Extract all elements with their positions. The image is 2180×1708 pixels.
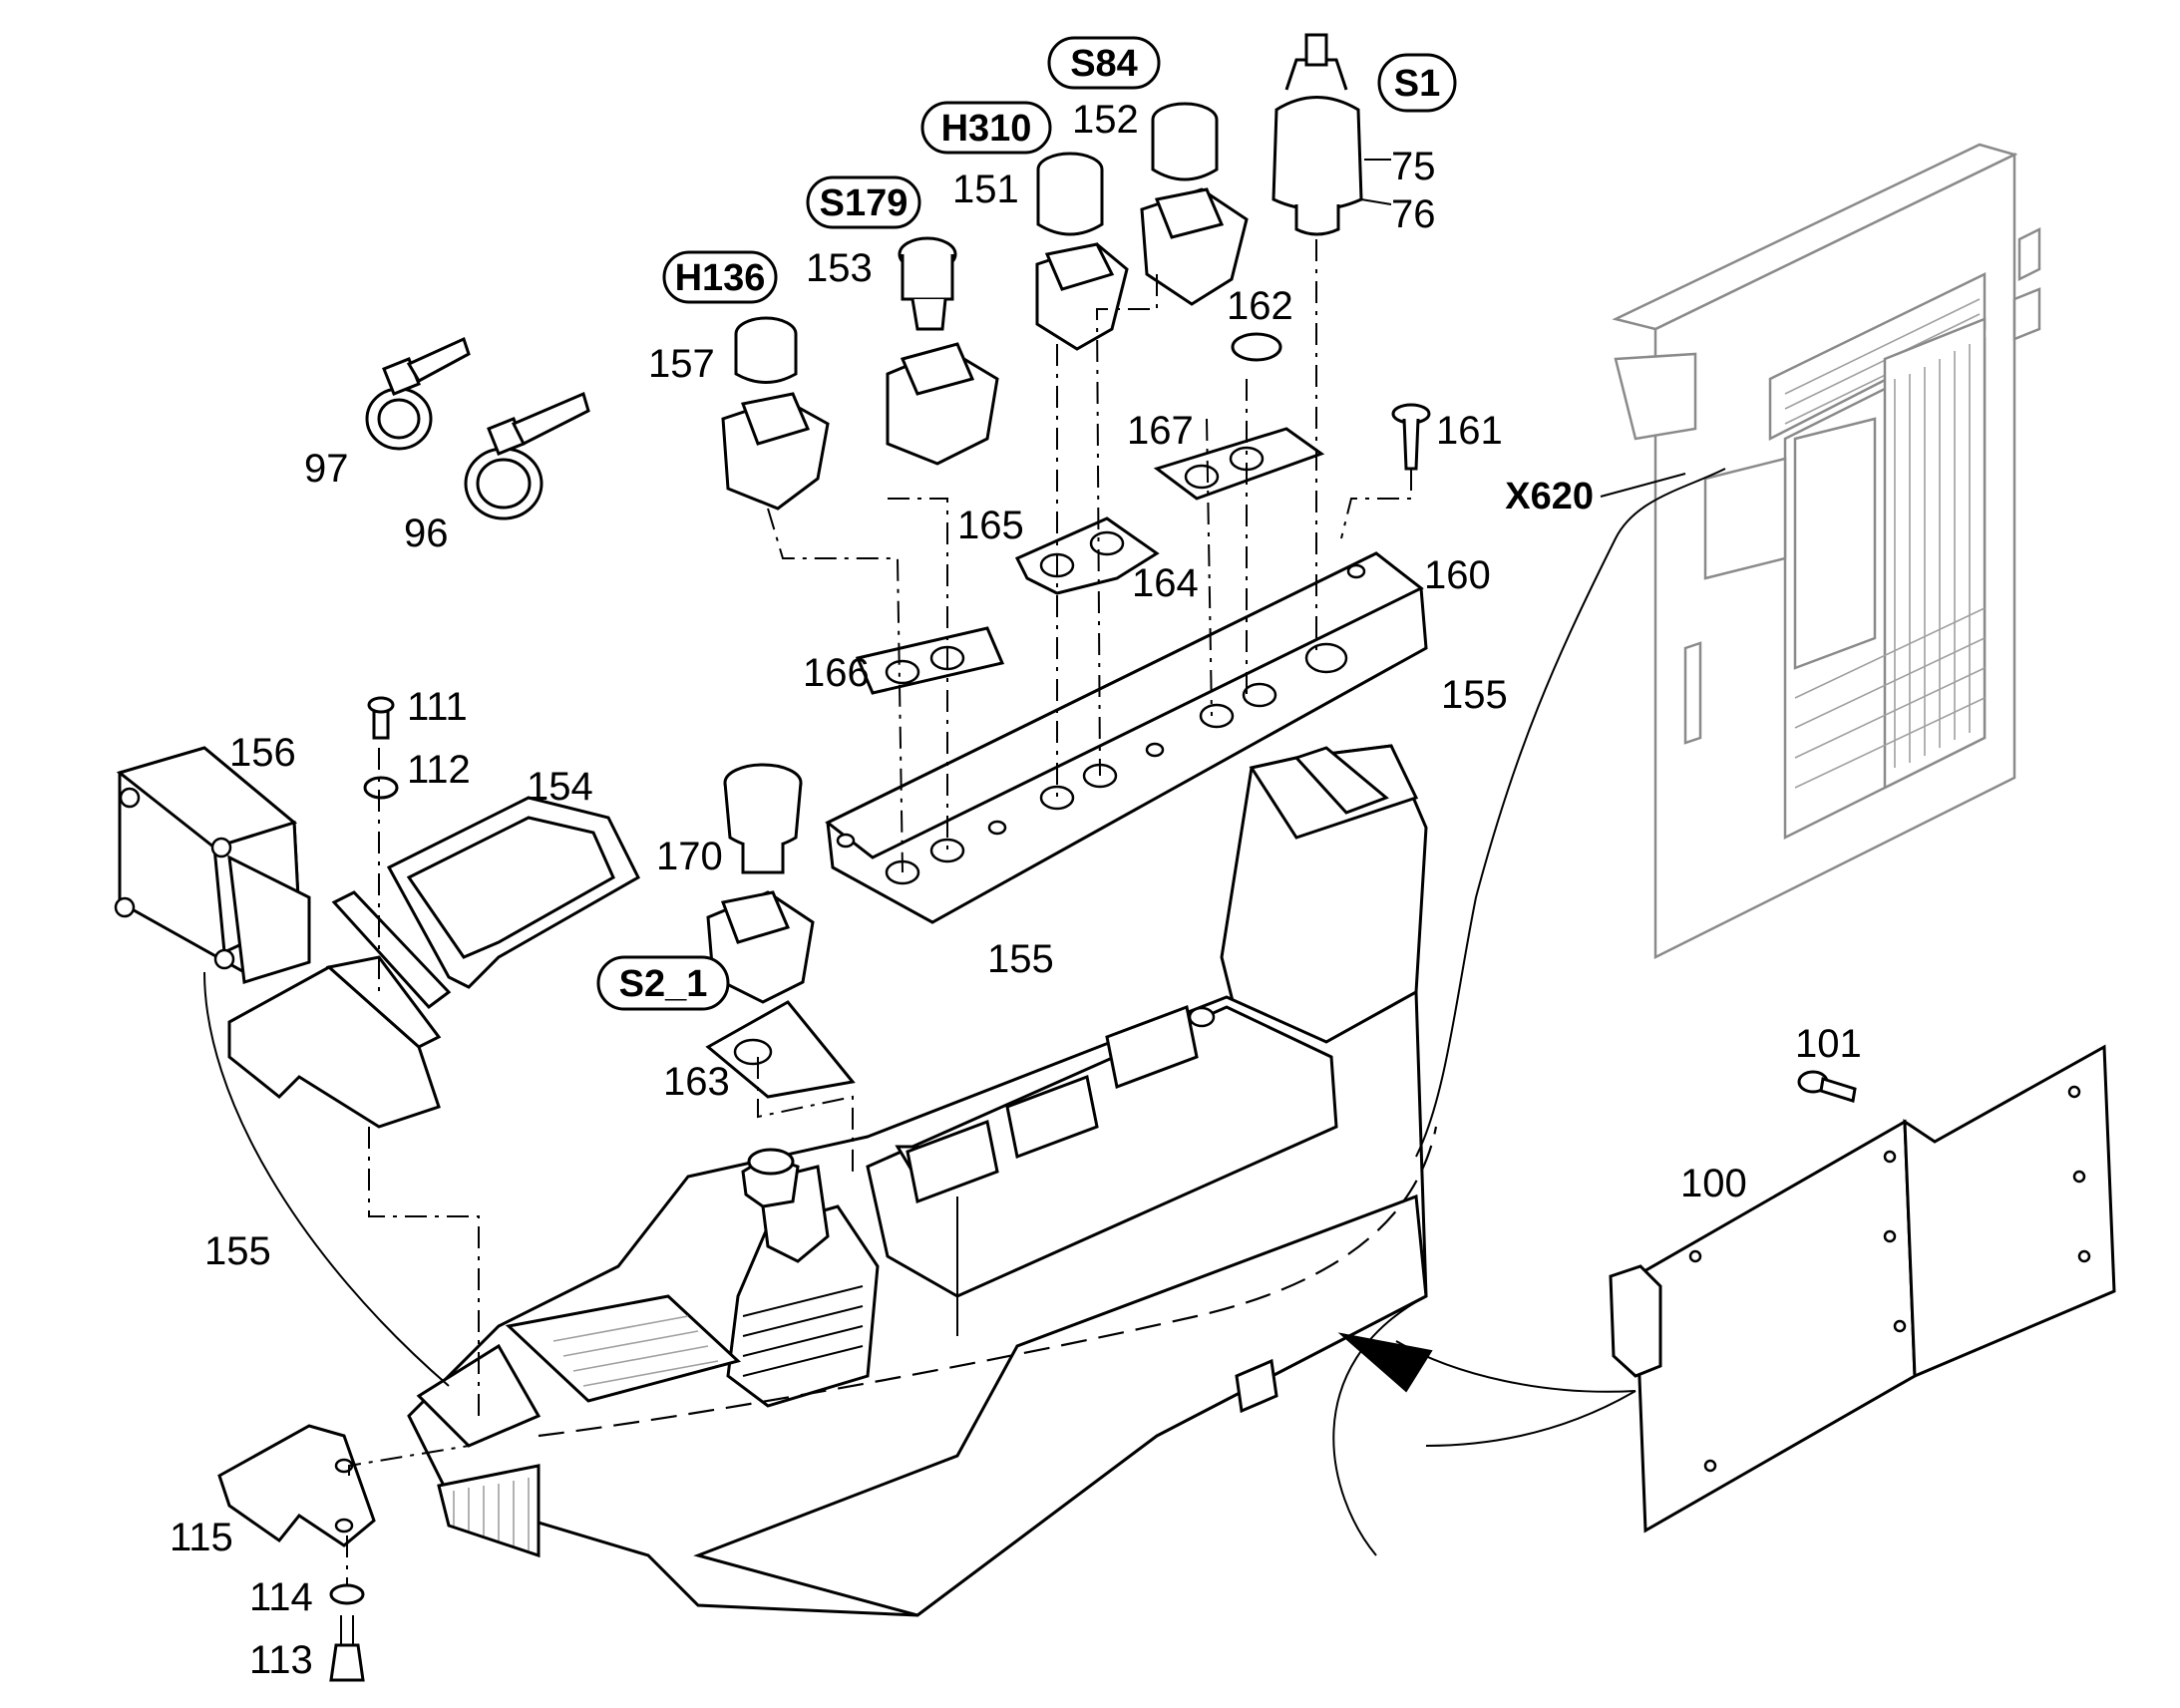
hinge bbox=[331, 890, 452, 1010]
plug-162 bbox=[1231, 332, 1282, 362]
bracket-115 bbox=[217, 1424, 376, 1547]
left-assembly bbox=[114, 696, 640, 1682]
designator-x620: X620 bbox=[1505, 476, 1594, 517]
designator-h136: H136 bbox=[675, 257, 766, 299]
label-155-c: 155 bbox=[204, 1229, 271, 1273]
label-115: 115 bbox=[170, 1516, 233, 1559]
console-housing bbox=[407, 744, 1428, 1617]
designator-pill-s84 bbox=[1047, 36, 1161, 90]
label-76: 76 bbox=[1391, 192, 1436, 236]
plate-163 bbox=[705, 1000, 856, 1099]
designator-pill-s1 bbox=[1377, 53, 1457, 113]
label-161: 161 bbox=[1436, 409, 1503, 453]
label-153: 153 bbox=[806, 246, 873, 290]
label-160: 160 bbox=[1424, 553, 1491, 597]
label-155-a: 155 bbox=[1441, 673, 1508, 717]
bolt-113 bbox=[329, 1643, 365, 1682]
label-166: 166 bbox=[803, 651, 870, 695]
label-75: 75 bbox=[1391, 145, 1436, 188]
label-164: 164 bbox=[1132, 561, 1199, 605]
plate-166 bbox=[855, 626, 1005, 695]
designator-s179: S179 bbox=[820, 182, 908, 224]
label-113: 113 bbox=[249, 1638, 313, 1682]
part-number-labels: 97 96 157 153 151 152 75 76 162 167 161 … bbox=[170, 98, 1862, 1682]
cable-155 bbox=[203, 468, 1726, 1556]
top-panel-160 bbox=[825, 551, 1428, 924]
label-157: 157 bbox=[648, 342, 715, 386]
designator-pill-h310 bbox=[920, 101, 1052, 155]
board-assembly bbox=[1609, 1044, 2116, 1534]
designator-pill-s179 bbox=[806, 175, 921, 229]
washer-112 bbox=[363, 776, 399, 800]
board-100 bbox=[1634, 1119, 1917, 1534]
label-97: 97 bbox=[304, 447, 349, 491]
alignment-lines bbox=[346, 239, 1412, 1585]
label-155-b: 155 bbox=[987, 937, 1054, 981]
designator-s2_1: S2_1 bbox=[619, 963, 708, 1005]
label-112: 112 bbox=[407, 748, 471, 792]
label-151: 151 bbox=[952, 168, 1019, 211]
control-unit-x620 bbox=[1612, 143, 2041, 960]
designators: H136 S179 H310 S84 S1 S2_1 X620 bbox=[596, 36, 1594, 1011]
designator-pill-s2_1 bbox=[596, 955, 730, 1011]
washer-114 bbox=[329, 1583, 365, 1605]
label-162: 162 bbox=[1227, 284, 1293, 328]
label-100: 100 bbox=[1680, 1162, 1747, 1205]
designator-s84: S84 bbox=[1070, 43, 1138, 85]
arrow-icon bbox=[1337, 1332, 1433, 1393]
designator-h310: H310 bbox=[941, 108, 1032, 150]
label-154: 154 bbox=[527, 765, 593, 809]
label-152: 152 bbox=[1072, 98, 1139, 142]
label-170: 170 bbox=[656, 835, 723, 878]
label-114: 114 bbox=[249, 1575, 313, 1619]
switch-blocks bbox=[706, 33, 1431, 1004]
label-165: 165 bbox=[957, 504, 1024, 547]
designator-pill-h136 bbox=[662, 250, 778, 304]
label-111: 111 bbox=[407, 685, 468, 729]
label-101: 101 bbox=[1795, 1022, 1862, 1066]
label-167: 167 bbox=[1127, 409, 1194, 453]
label-96: 96 bbox=[404, 512, 449, 555]
label-156: 156 bbox=[229, 731, 296, 775]
designator-s1: S1 bbox=[1394, 63, 1440, 105]
label-plates bbox=[705, 427, 1325, 1099]
bracket bbox=[227, 965, 441, 1129]
cable-ties bbox=[365, 336, 590, 520]
leader-lines bbox=[1360, 159, 1686, 498]
label-163: 163 bbox=[663, 1060, 730, 1104]
